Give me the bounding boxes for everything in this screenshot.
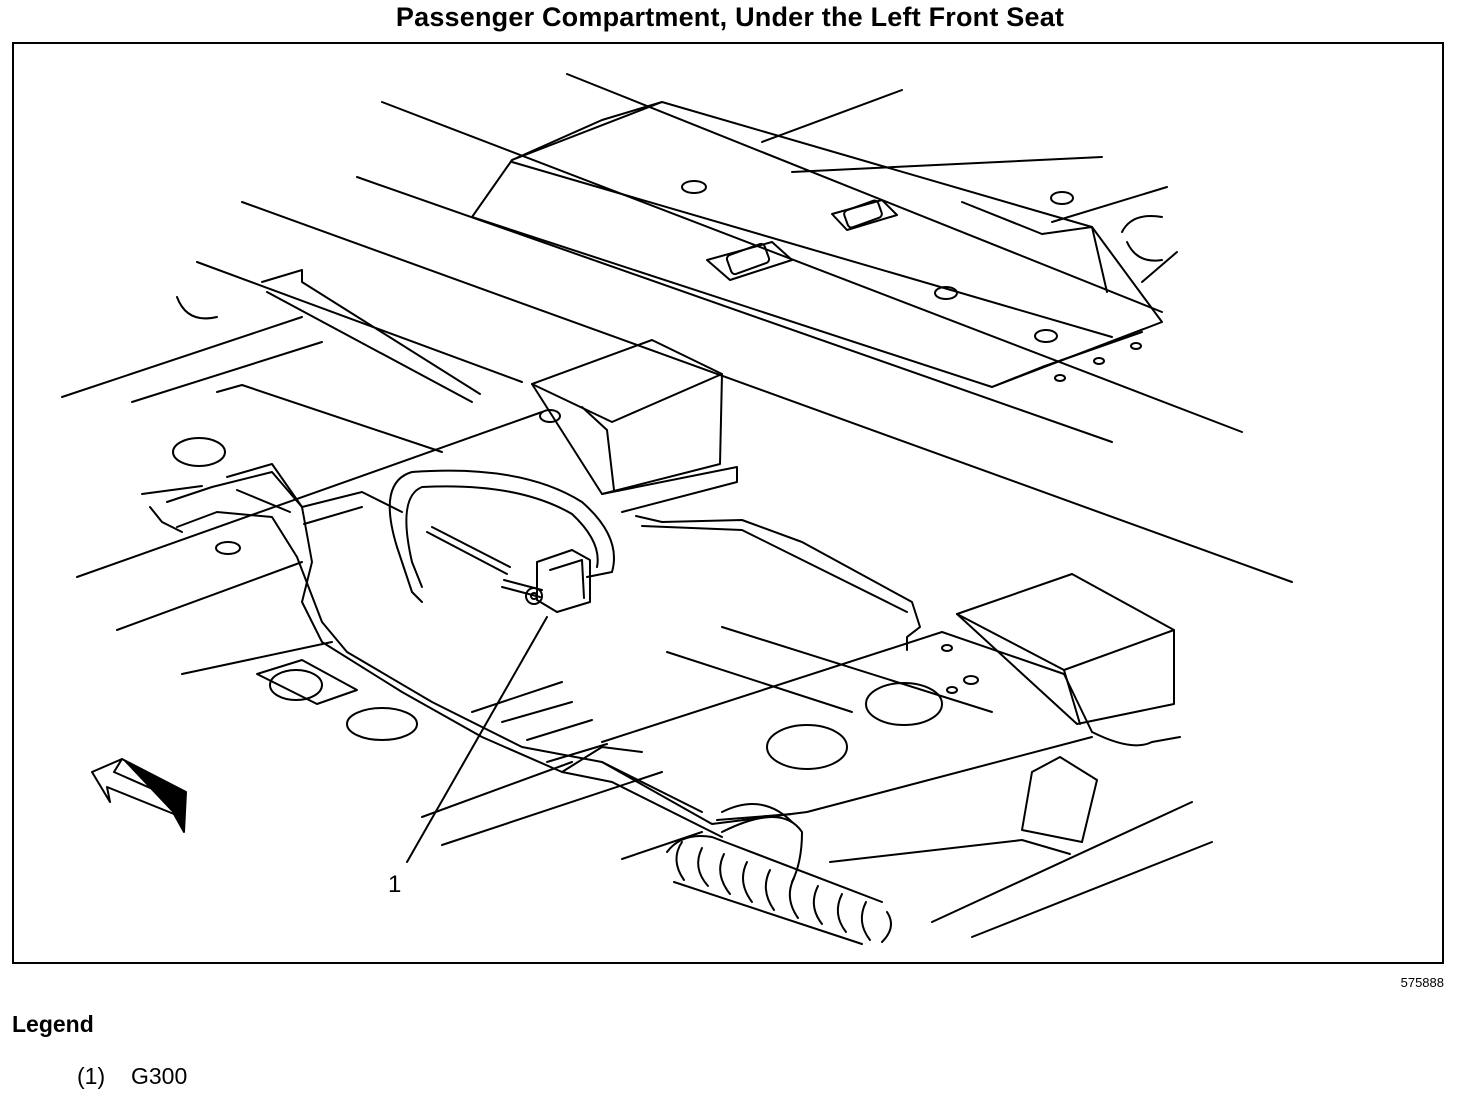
callout-number: 1 <box>388 871 401 898</box>
left-floor <box>131 269 481 741</box>
legend-heading: Legend <box>12 1011 94 1037</box>
upper-rail <box>471 101 1163 388</box>
wiring-harness <box>141 463 723 838</box>
seat-underside-illustration: 1 <box>61 73 1293 945</box>
forward-arrow-icon <box>91 758 187 833</box>
legend-item-label: G300 <box>131 1063 188 1089</box>
diagram-frame: 1 <box>12 42 1444 964</box>
center-crossmember <box>531 339 738 513</box>
legend-item-number: (1) <box>77 1063 106 1089</box>
floor-lines <box>61 73 1293 938</box>
g300-ground-terminal <box>501 549 591 613</box>
figure-number: 575888 <box>1400 975 1444 990</box>
floor-pan <box>635 515 921 651</box>
page-title: Passenger Compartment, Under the Left Fr… <box>395 2 1065 32</box>
callout-leader <box>406 616 548 863</box>
front-crossmember <box>601 573 1181 863</box>
conduit <box>666 803 892 945</box>
legend-item: (1) G300 <box>77 1063 187 1090</box>
